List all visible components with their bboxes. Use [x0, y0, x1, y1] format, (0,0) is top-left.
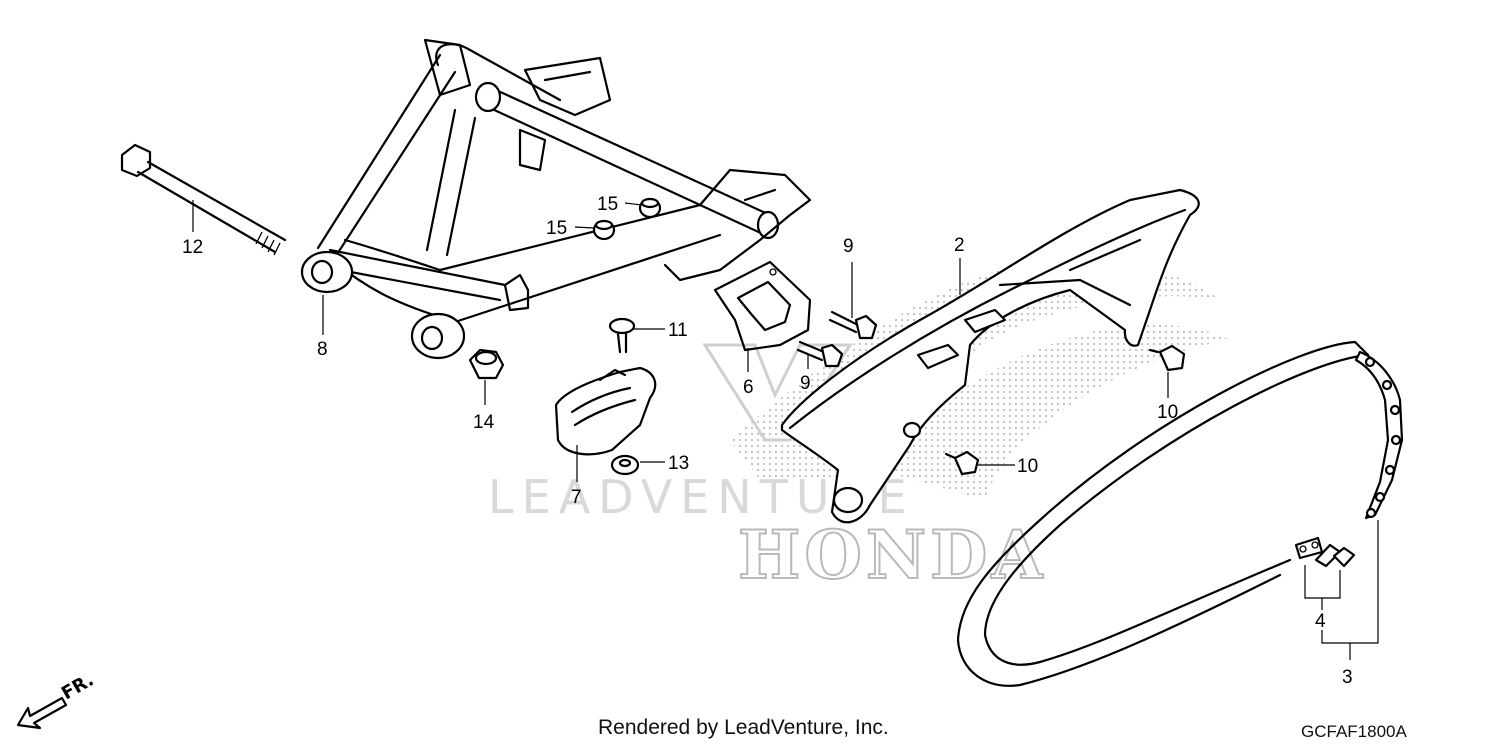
callout-label: 15 — [546, 218, 567, 239]
chain-case — [780, 188, 1200, 524]
callout-labels: 2 3 4 6 7 8 9 9 10 10 11 12 13 14 15 15 — [182, 194, 1353, 688]
callout-label: 14 — [473, 412, 495, 433]
front-direction-indicator: FR. — [16, 669, 97, 730]
callout-label: 10 — [1157, 402, 1178, 423]
swingarm — [300, 38, 812, 360]
chain-slider — [554, 366, 657, 456]
callout-label: 2 — [954, 235, 965, 256]
callout-label: 13 — [668, 453, 689, 474]
callout-label: 15 — [597, 194, 618, 215]
callout-label: 9 — [843, 236, 854, 257]
chain-guide-plate — [713, 260, 812, 352]
washer-13 — [610, 454, 640, 476]
front-label: FR. — [58, 669, 97, 704]
nut-14 — [468, 348, 505, 380]
bolts-9 — [796, 310, 878, 368]
leader-lines — [192, 200, 1379, 660]
render-credit: Rendered by LeadVenture, Inc. — [598, 716, 889, 739]
callout-label: 6 — [743, 377, 754, 398]
collars-15 — [592, 197, 662, 241]
callout-label: 7 — [571, 487, 582, 508]
callout-label: 9 — [800, 373, 811, 394]
front-arrow-icon — [16, 696, 68, 730]
diagram-code: GCFAF1800A — [1301, 722, 1407, 741]
drive-chain — [956, 340, 1404, 687]
callout-label: 10 — [1017, 456, 1038, 477]
callout-label: 11 — [668, 320, 688, 341]
callout-label: 8 — [317, 339, 328, 360]
bolt-11 — [608, 317, 636, 354]
master-link — [1294, 536, 1356, 568]
watermark-logo: HONDA — [738, 516, 1047, 594]
leadventure-v-watermark — [702, 343, 853, 442]
chain-links — [1354, 350, 1404, 520]
callout-label: 3 — [1342, 667, 1353, 688]
callout-label: 12 — [182, 237, 203, 258]
bolts-10 — [944, 344, 1186, 476]
pivot-bolt — [120, 143, 287, 256]
callout-label: 4 — [1315, 611, 1326, 632]
